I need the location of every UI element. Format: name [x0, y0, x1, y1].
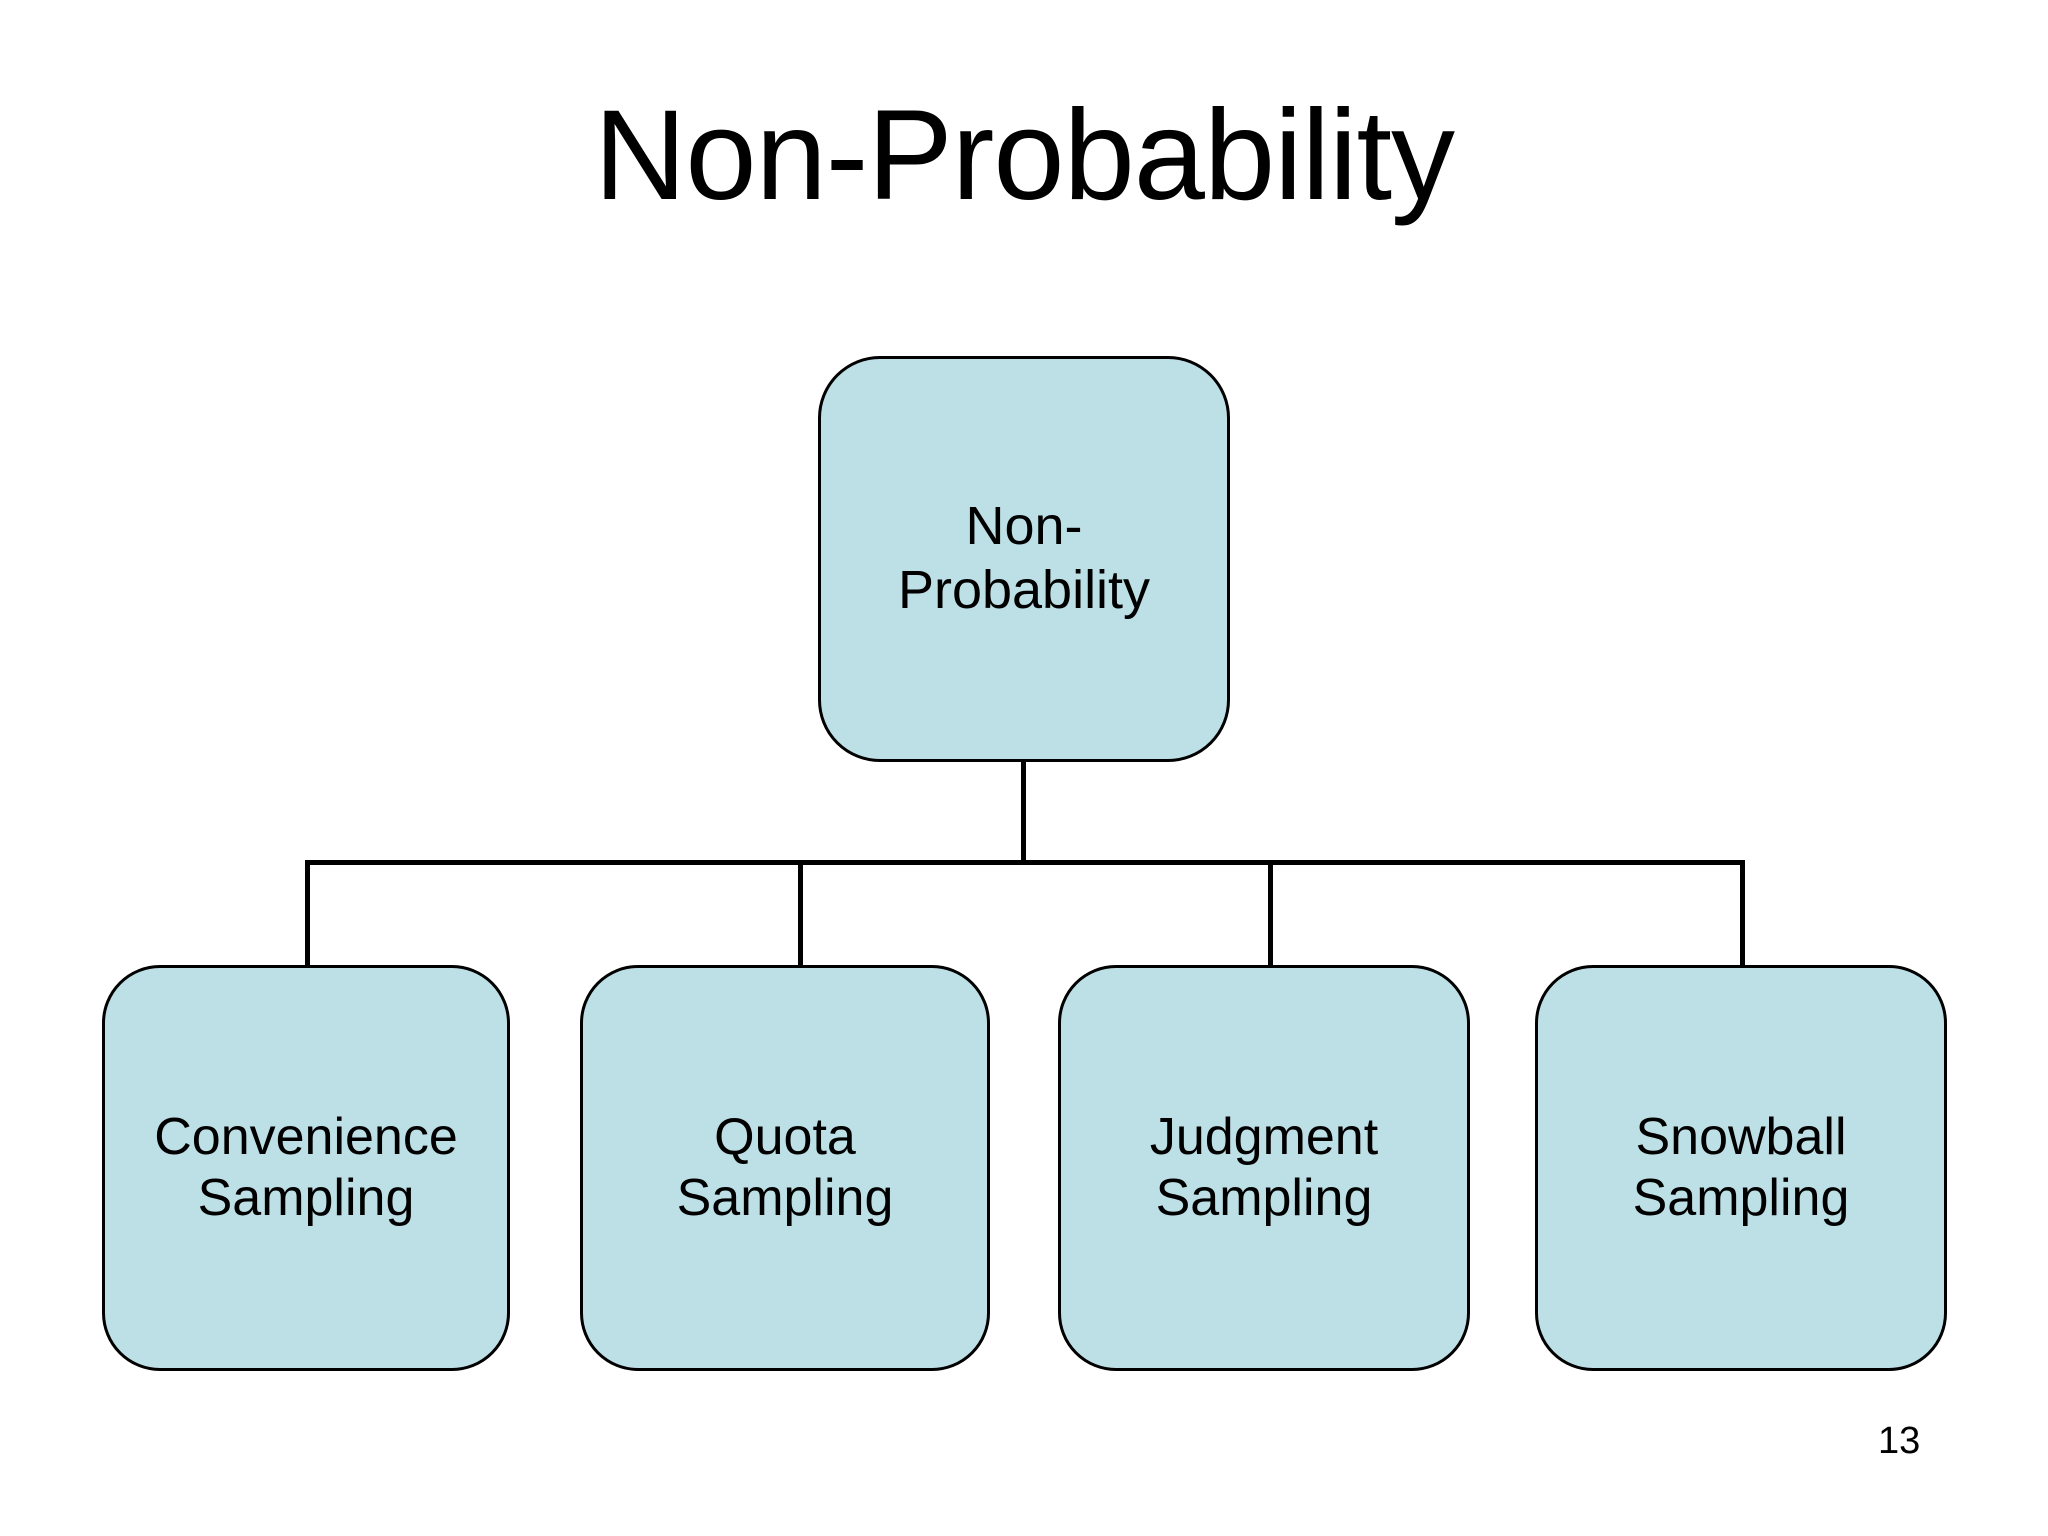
node-label-judgment-sampling: Judgment Sampling — [1149, 1107, 1379, 1227]
connector-root-stem — [1021, 760, 1026, 864]
node-judgment-sampling[interactable]: Judgment Sampling — [1058, 965, 1470, 1371]
node-non-probability[interactable]: Non- Probability — [818, 356, 1230, 762]
page-number: 13 — [1878, 1420, 1921, 1462]
node-quota-sampling[interactable]: Quota Sampling — [580, 965, 990, 1371]
page-title: Non-Probability — [593, 84, 1455, 227]
connector-drop-snowball — [1740, 860, 1745, 968]
connector-drop-judgment — [1268, 860, 1273, 968]
node-label-convenience-sampling: Convenience Sampling — [154, 1107, 458, 1227]
node-label-quota-sampling: Quota Sampling — [676, 1107, 894, 1227]
connector-horizontal-bus — [305, 860, 1745, 865]
node-snowball-sampling[interactable]: Snowball Sampling — [1535, 965, 1947, 1371]
node-convenience-sampling[interactable]: Convenience Sampling — [102, 965, 510, 1371]
connector-drop-quota — [798, 860, 803, 968]
node-label-snowball-sampling: Snowball Sampling — [1632, 1107, 1850, 1227]
node-label-non-probability: Non- Probability — [897, 496, 1151, 620]
connector-drop-convenience — [305, 860, 310, 968]
